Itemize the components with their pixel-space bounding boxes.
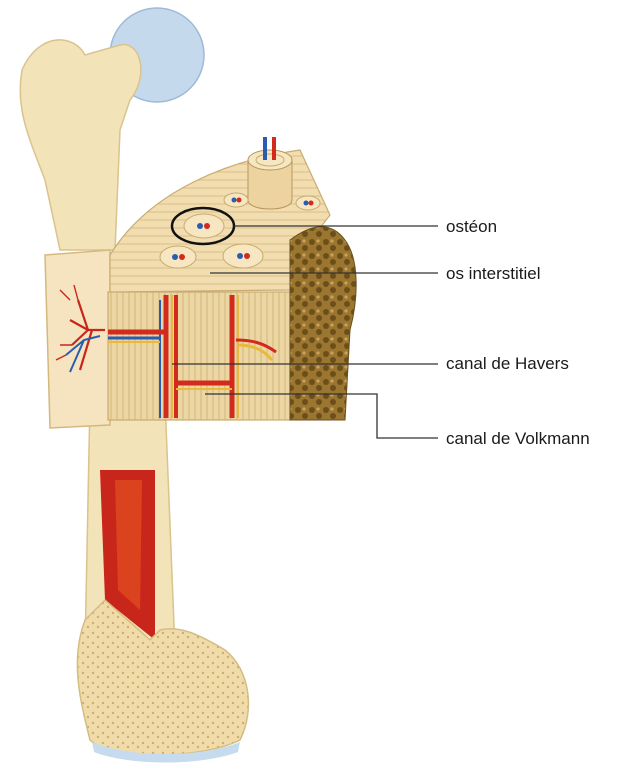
label-canal-volkmann: canal de Volkmann bbox=[446, 429, 590, 449]
compact-bone-block bbox=[108, 137, 356, 420]
osteon-cylinder bbox=[248, 137, 292, 209]
block-front bbox=[108, 292, 290, 420]
periosteum bbox=[45, 250, 110, 428]
label-osteon: ostéon bbox=[446, 217, 497, 237]
spongy-bone bbox=[290, 227, 356, 420]
label-os-interstitiel: os interstitiel bbox=[446, 264, 540, 284]
label-canal-havers: canal de Havers bbox=[446, 354, 569, 374]
femoral-neck bbox=[20, 40, 141, 250]
